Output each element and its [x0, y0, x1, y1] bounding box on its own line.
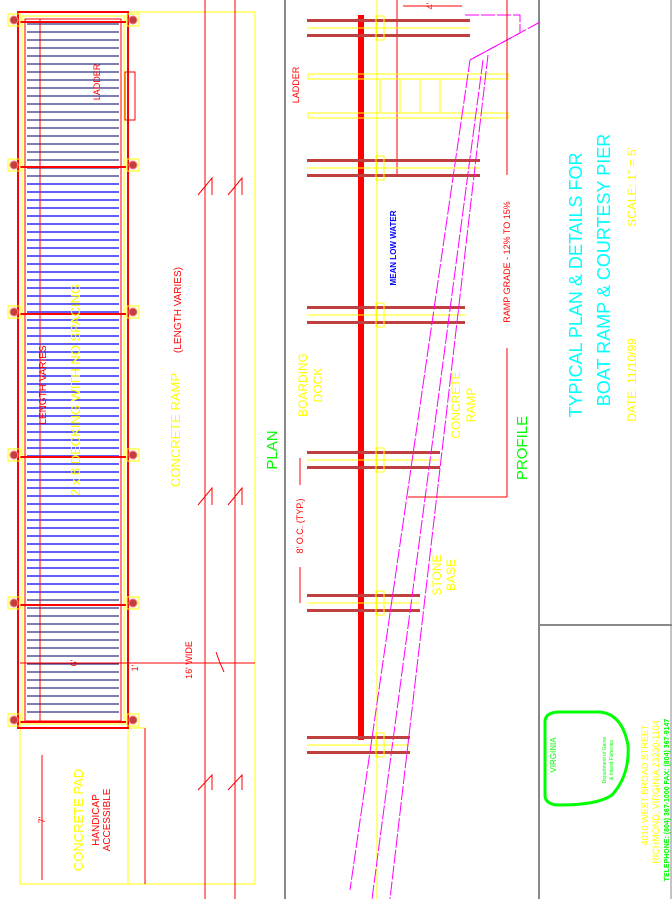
pile — [9, 307, 19, 317]
boarding-label: BOARDING — [296, 353, 310, 417]
title-block: TYPICAL PLAN & DETAILS FOR BOAT RAMP & C… — [543, 134, 671, 882]
concrete-label: CONCRETE — [449, 371, 463, 438]
length-varies-label: LENGTH VARIES — [38, 345, 49, 425]
pile-bracket — [375, 732, 385, 758]
base-label: BASE — [444, 559, 458, 591]
address-line-1: 4010 WEST BROAD STREET — [640, 724, 650, 845]
pile-beam — [307, 306, 465, 309]
pile — [128, 450, 138, 460]
date-label: DATE: 11/10/99 — [625, 338, 639, 422]
pile-beam — [307, 451, 440, 454]
decking-boards — [20, 21, 126, 723]
pile-beam — [307, 174, 480, 177]
pile-bracket — [375, 447, 385, 473]
pile — [128, 307, 138, 317]
sheet-frame — [284, 0, 672, 899]
stone-label: STONE — [430, 554, 444, 595]
pile-spacing-label: 8' O.C. (TYP.) — [295, 498, 305, 553]
svg-text:& Inland Fisheries: & Inland Fisheries — [609, 739, 615, 780]
phone-fax: TELEPHONE: (804) 367-1000 FAX: (804) 367… — [664, 719, 671, 882]
pile-cap — [7, 596, 21, 610]
pile-cap — [126, 448, 140, 462]
piles — [7, 13, 140, 727]
pile — [9, 450, 19, 460]
plan-ladder-label: LADDER — [92, 63, 102, 100]
dim-4ft: 4' — [425, 2, 435, 9]
pile-cap — [126, 596, 140, 610]
pile-cap — [126, 13, 140, 27]
pile — [128, 598, 138, 608]
pile-cap — [7, 13, 21, 27]
pile-beam — [307, 321, 465, 324]
pile — [9, 598, 19, 608]
dock-inner — [21, 15, 125, 725]
pile — [9, 715, 19, 725]
ramp-lines — [349, 14, 541, 899]
pile-cap — [7, 448, 21, 462]
concrete-ramp-outline — [127, 11, 256, 885]
concrete-pad-label: CONCRETE PAD — [71, 769, 86, 871]
svg-text:VIRGINIA: VIRGINIA — [549, 737, 558, 773]
pile — [9, 160, 19, 170]
profile-ladder-label: LADDER — [291, 66, 301, 103]
profile-view: 4' LADDER MEAN LOW WATER RAMP GRADE - 12… — [291, 0, 541, 899]
pile-cap — [126, 305, 140, 319]
pile-beam — [307, 34, 470, 37]
concrete-ramp-label: CONCRETE RAMP — [168, 373, 183, 487]
plan-title: PLAN — [264, 430, 281, 469]
pile-beam — [307, 594, 420, 597]
title-line-1: TYPICAL PLAN & DETAILS FOR — [566, 152, 586, 417]
dim-6ft: 6' — [69, 659, 79, 666]
pile-bracket — [375, 15, 385, 41]
scale-label: SCALE: 1" = 5' — [625, 147, 639, 227]
ladder-profile — [307, 73, 509, 119]
address-line-2: RICHMOND, VIRGINIA 23230-1104 — [651, 720, 661, 863]
pile-cap — [126, 158, 140, 172]
pile-bracket — [375, 302, 385, 328]
ladder — [124, 71, 136, 121]
ramp-label: RAMP — [464, 388, 478, 423]
title-line-2: BOAT RAMP & COURTESY PIER — [594, 134, 614, 406]
pile-beam — [307, 159, 480, 162]
decking-label: 2 x 6 DECKING WITH NO SPACING — [68, 284, 83, 496]
dim-7ft: 7' — [37, 816, 47, 823]
dgif-logo: VIRGINIA Department of Game & Inland Fis… — [543, 710, 630, 807]
pile — [128, 15, 138, 25]
pile-beam — [307, 751, 410, 754]
pile-cap — [126, 713, 140, 727]
mean-low-water-label: MEAN LOW WATER — [389, 210, 398, 285]
plan-view: 2 x 6 DECKING WITH NO SPACING LENGTH VAR… — [7, 0, 281, 899]
profile-title: PROFILE — [514, 416, 531, 480]
boarding-dock-section — [358, 15, 364, 740]
pile-bracket — [375, 155, 385, 181]
dim-1ft: 1' — [130, 664, 140, 671]
pile-beam — [307, 736, 410, 739]
pile-cap — [7, 158, 21, 172]
ramp-grade-label: RAMP GRADE - 12% TO 15% — [502, 201, 512, 323]
pile — [128, 160, 138, 170]
pile-beam — [307, 466, 440, 469]
dock-label: DOCK — [311, 368, 325, 403]
ramp-length-varies-label: (LENGTH VARIES) — [173, 267, 184, 353]
pile-beam — [307, 609, 420, 612]
pile — [9, 15, 19, 25]
pile-beams — [307, 15, 480, 758]
pile-bracket — [375, 590, 385, 616]
pile-beam — [307, 19, 470, 22]
pile-cap — [7, 305, 21, 319]
pile — [128, 715, 138, 725]
handicap-label: HANDICAP — [91, 794, 102, 846]
accessible-label: ACCESSIBLE — [102, 788, 113, 851]
dock-outline — [17, 11, 129, 729]
pile-cap — [7, 713, 21, 727]
dim-16ft-wide: 16' WIDE — [184, 641, 194, 679]
svg-text:Department of Game: Department of Game — [602, 736, 608, 783]
